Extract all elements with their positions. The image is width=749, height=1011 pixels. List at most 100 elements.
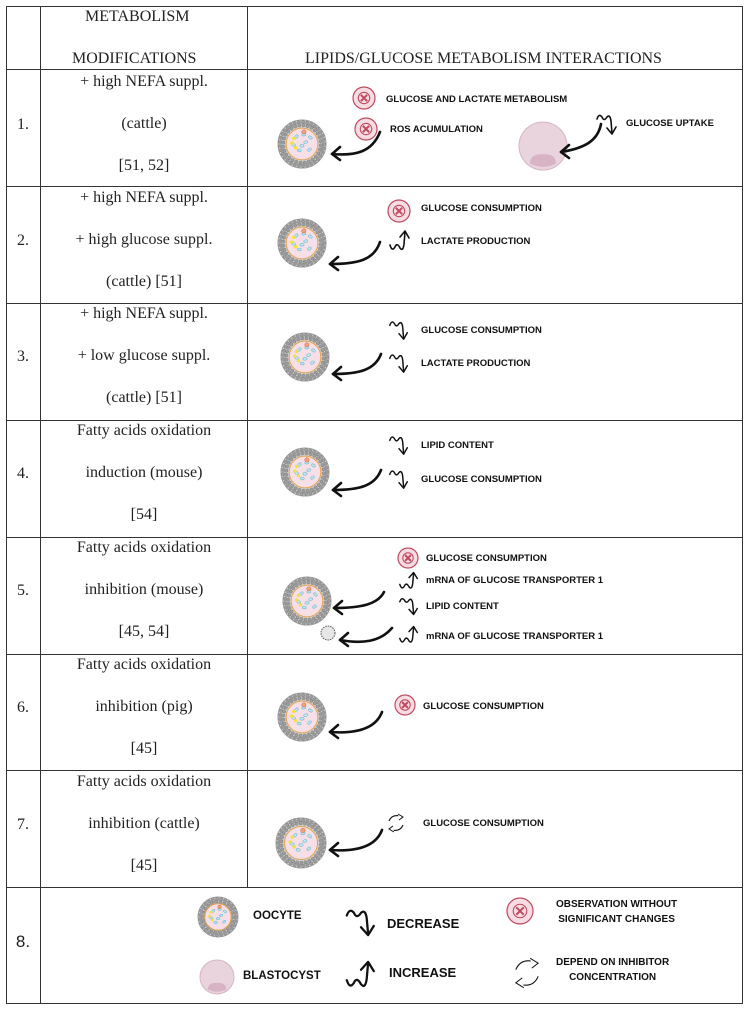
legend-increase-label: INCREASE: [389, 965, 457, 980]
row-number: 8.: [15, 932, 31, 951]
curved-arrow-icon: [559, 122, 603, 160]
row-number: 4.: [17, 465, 29, 482]
legend-no-change-line: SIGNIFICANT CHANGES: [558, 914, 675, 925]
modification-line: (cattle) [51]: [106, 389, 182, 406]
oocyte-icon: [280, 447, 330, 497]
modification-line: + high NEFA suppl.: [80, 189, 208, 206]
row-number: 7.: [17, 816, 29, 833]
small-cell-icon: [320, 625, 336, 641]
row-number: 3.: [17, 348, 29, 365]
curved-arrow-icon: [328, 710, 384, 740]
blastocyst-icon: [199, 959, 235, 995]
oocyte-icon: [275, 817, 327, 869]
modification-line: [45, 54]: [118, 623, 170, 640]
decrease-arrow-icon: [345, 909, 375, 937]
decrease-arrow-icon: [389, 354, 409, 373]
modification-cell: Fatty acids oxidation inhibition (pig) […: [41, 644, 247, 770]
modification-line: (cattle) [51]: [106, 273, 182, 290]
modification-cell: Fatty acids oxidation inhibition (cattle…: [41, 761, 247, 887]
curved-arrow-icon: [331, 468, 383, 498]
legend-no-change-line: OBSERVATION WITHOUT: [556, 899, 678, 910]
oocyte-icon: [277, 692, 327, 742]
increase-arrow-icon: [345, 960, 375, 988]
interaction-label: GLUCOSE CONSUMPTION: [421, 203, 542, 214]
modification-cell: + high NEFA suppl. + high glucose suppl.…: [41, 177, 247, 303]
oocyte-icon: [277, 218, 327, 268]
interaction-label: LACTATE PRODUCTION: [421, 358, 531, 369]
interaction-label: ROS ACUMULATION: [390, 124, 483, 135]
increase-arrow-icon: [399, 571, 419, 589]
modification-line: + high glucose suppl.: [75, 231, 213, 248]
curved-arrow-icon: [332, 590, 386, 616]
oocyte-icon: [280, 332, 330, 382]
curved-arrow-icon: [330, 130, 382, 162]
modification-line: inhibition (pig): [95, 698, 193, 715]
interaction-label: GLUCOSE CONSUMPTION: [426, 553, 547, 564]
modification-line: induction (mouse): [85, 464, 203, 481]
curved-arrow-icon: [338, 626, 394, 648]
modification-line: [51, 52]: [118, 157, 170, 174]
interaction-label: mRNA OF GLUCOSE TRANSPORTER 1: [426, 575, 603, 586]
decrease-arrow-icon: [389, 436, 409, 455]
modification-cell: Fatty acids oxidation inhibition (mouse)…: [41, 527, 247, 653]
modification-cell: + high NEFA suppl. + low glucose suppl. …: [41, 293, 247, 419]
decrease-arrow-icon: [389, 470, 409, 489]
header-interactions: LIPIDS/GLUCOSE METABOLISM INTERACTIONS: [305, 50, 662, 67]
decrease-arrow-icon: [399, 598, 419, 616]
interaction-label: GLUCOSE CONSUMPTION: [421, 325, 542, 336]
modification-line: [45]: [130, 857, 158, 874]
modification-line: [54]: [130, 506, 158, 523]
legend-no-change-label: OBSERVATION WITHOUT SIGNIFICANT CHANGES: [556, 897, 677, 927]
legend-decrease-label: DECREASE: [387, 916, 460, 931]
interaction-label: GLUCOSE UPTAKE: [626, 118, 714, 129]
oocyte-icon: [197, 896, 239, 938]
legend-depend-line: CONCENTRATION: [569, 972, 657, 983]
modification-line: Fatty acids oxidation: [76, 773, 212, 790]
increase-arrow-icon: [399, 625, 419, 643]
row-number: 2.: [17, 232, 29, 249]
modification-line: Fatty acids oxidation: [76, 422, 212, 439]
oocyte-icon: [277, 119, 327, 169]
blastocyst-icon: [518, 121, 568, 171]
interaction-label: GLUCOSE AND LACTATE METABOLISM: [386, 94, 568, 105]
row-number: 6.: [17, 699, 29, 716]
interaction-label: GLUCOSE CONSUMPTION: [423, 701, 544, 712]
modification-line: Fatty acids oxidation: [76, 539, 212, 556]
decrease-arrow-icon: [389, 321, 409, 340]
depend-arrows-icon: [514, 957, 540, 989]
modification-cell: Fatty acids oxidation induction (mouse) …: [41, 410, 247, 536]
decrease-arrow-icon: [596, 114, 617, 135]
increase-arrow-icon: [389, 230, 410, 251]
no-change-icon: [506, 897, 534, 925]
no-change-icon: [387, 199, 411, 223]
interaction-label: LIPID CONTENT: [426, 601, 499, 612]
legend-depend-line: DEPEND ON INHIBITOR: [556, 957, 670, 968]
modification-line: inhibition (mouse): [84, 581, 204, 598]
interaction-label: mRNA OF GLUCOSE TRANSPORTER 1: [426, 631, 603, 642]
modification-line: + high NEFA suppl.: [80, 305, 208, 322]
curved-arrow-icon: [328, 828, 384, 858]
modification-line: + high NEFA suppl.: [80, 73, 208, 90]
header-metabolism: METABOLISM: [85, 8, 190, 25]
modification-cell: + high NEFA suppl. (cattle) [51, 52]: [41, 61, 247, 187]
interaction-label: LACTATE PRODUCTION: [421, 236, 531, 247]
depend-arrows-icon: [388, 813, 404, 833]
modification-line: (cattle): [121, 115, 167, 132]
interaction-label: LIPID CONTENT: [421, 440, 494, 451]
modification-line: Fatty acids oxidation: [76, 656, 212, 673]
curved-arrow-icon: [328, 240, 382, 272]
interaction-label: GLUCOSE CONSUMPTION: [423, 818, 544, 829]
legend-depend-label: DEPEND ON INHIBITOR CONCENTRATION: [556, 955, 669, 985]
interaction-label: GLUCOSE CONSUMPTION: [421, 474, 542, 485]
no-change-icon: [394, 694, 416, 716]
curved-arrow-icon: [331, 352, 383, 382]
row-number: 1.: [17, 116, 29, 133]
modification-line: [45]: [130, 740, 158, 757]
no-change-icon: [352, 86, 376, 110]
legend-oocyte-label: OOCYTE: [253, 910, 302, 922]
header-modifications: MODIFICATIONS: [72, 50, 197, 67]
row-number: 5.: [17, 582, 29, 599]
modification-line: + low glucose suppl.: [77, 347, 211, 364]
no-change-icon: [397, 547, 419, 569]
